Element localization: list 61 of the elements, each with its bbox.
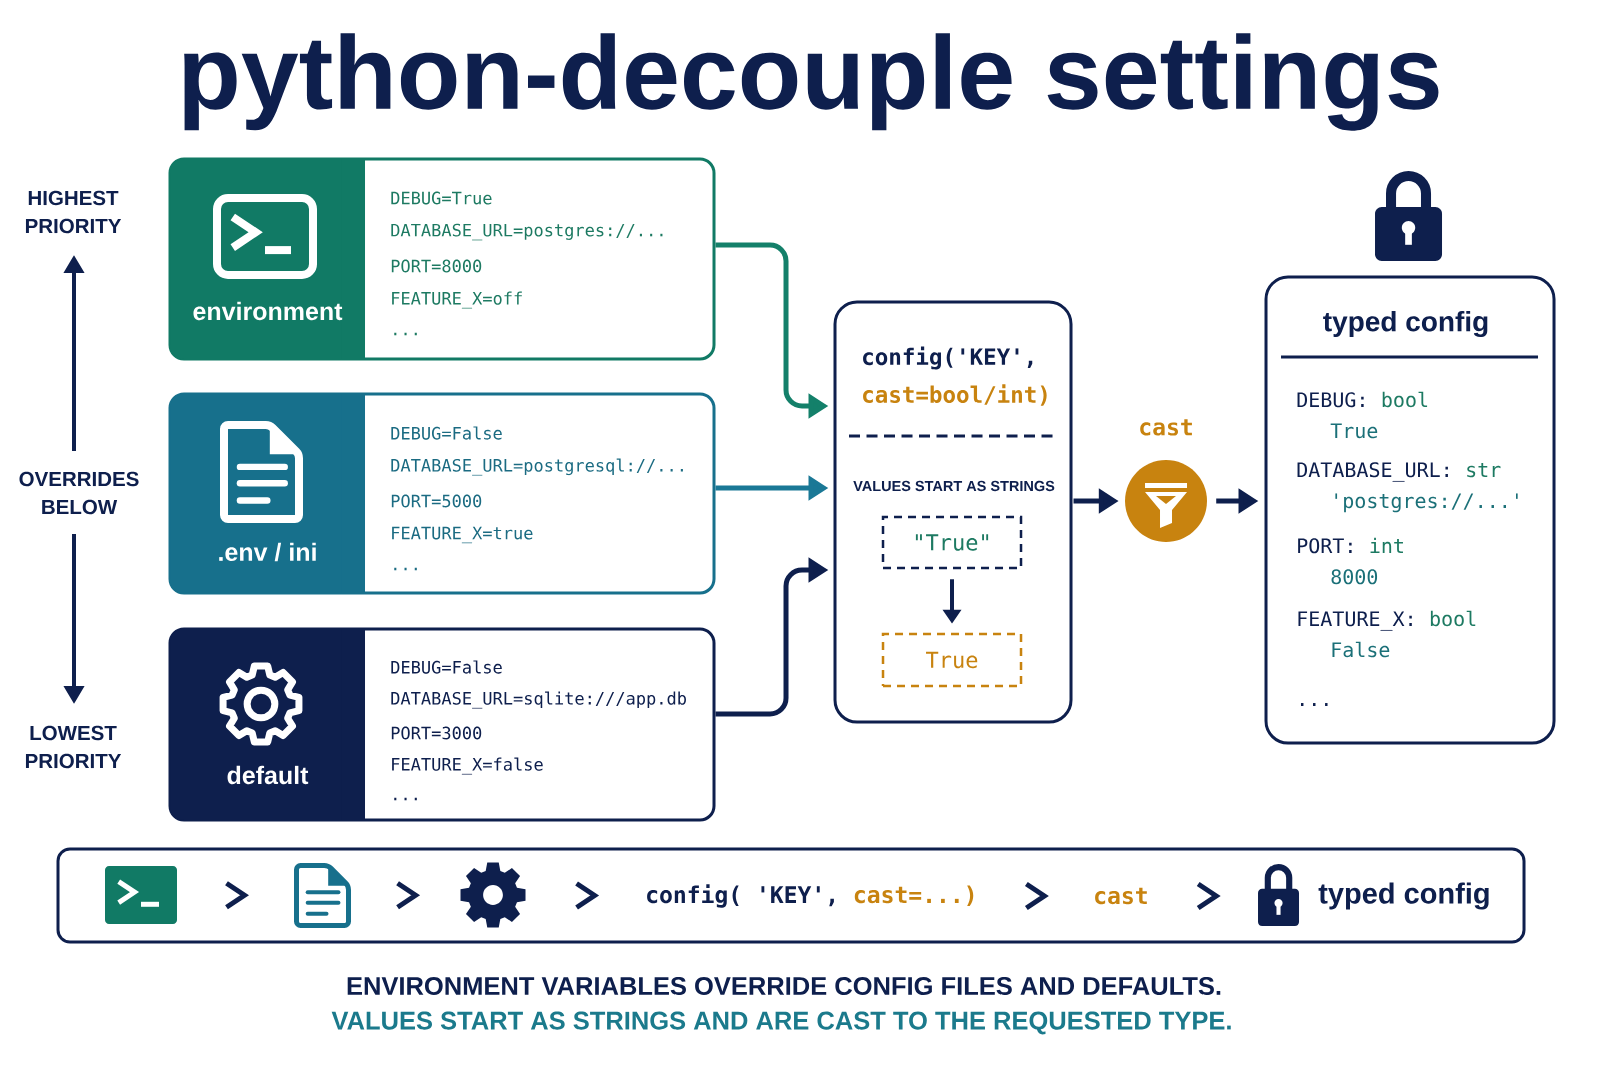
- source-label: default: [227, 765, 309, 785]
- priority-label: OVERRIDES BELOW: [19, 471, 139, 515]
- field-name: FEATURE_X:: [1298, 611, 1412, 631]
- code-line: PORT=5000: [391, 494, 482, 508]
- chevron: [225, 881, 249, 910]
- type-name: str: [1467, 462, 1501, 478]
- code-line: DATABASE_URL=postgres://...: [391, 223, 663, 241]
- field-name: DEBUG:: [1297, 392, 1364, 408]
- code-line: ...: [394, 332, 417, 336]
- step-label: cast: [1095, 887, 1147, 905]
- field-name: DATABASE_URL:: [1297, 462, 1448, 482]
- code-line: ...: [394, 797, 417, 801]
- code-line: PORT=3000: [391, 726, 482, 740]
- code-line: DEBUG=False: [391, 660, 502, 674]
- field-value: 8000: [1331, 569, 1378, 585]
- type-name: int: [1370, 537, 1403, 553]
- chevron: [1196, 881, 1221, 911]
- title: python-decouple settings: [184, 33, 1439, 131]
- code-text: config( 'KEY', cast=...): [647, 884, 974, 908]
- code-line: FEATURE_X=off: [392, 291, 522, 309]
- source-label: .env / ini: [219, 542, 316, 562]
- value-box: "True": [881, 515, 1023, 570]
- priority-label: LOWEST PRIORITY: [25, 725, 122, 769]
- source-box: [168, 392, 716, 595]
- chevron: [575, 881, 600, 910]
- field-value: 'postgres://...': [1335, 493, 1518, 513]
- caption-text: VALUES START AS STRINGS AND ARE CAST TO THE REQUESTED TYPE.: [331, 1011, 1231, 1035]
- source-label: environment: [193, 301, 343, 321]
- field-value: False: [1332, 641, 1390, 658]
- code-line: ...: [394, 567, 417, 571]
- code-line: FEATURE_X=false: [392, 757, 543, 775]
- code-line: FEATURE_X=true: [392, 526, 533, 544]
- source-box: [168, 627, 716, 822]
- summary-bar: [56, 847, 1526, 944]
- type-name: bool: [1382, 391, 1428, 408]
- field-value: True: [1330, 423, 1378, 439]
- code-line: DATABASE_URL=sqlite:///app.db: [391, 691, 686, 709]
- function-box: [833, 300, 1073, 724]
- field-name: PORT:: [1298, 538, 1352, 554]
- gear-icon: [460, 862, 526, 928]
- step-label: cast: [1140, 419, 1192, 436]
- code-line: PORT=8000: [391, 259, 482, 273]
- value-box: True: [881, 632, 1023, 688]
- file-icon: [294, 863, 351, 928]
- code-line: DEBUG=True: [391, 191, 492, 205]
- source-box: [168, 157, 716, 361]
- priority-label: HIGHEST PRIORITY: [25, 190, 122, 234]
- code-line: cast=bool/int): [863, 384, 1047, 406]
- code-line: config('KEY',: [863, 346, 1033, 370]
- chevron: [396, 881, 421, 910]
- code-line: DEBUG=False: [391, 426, 502, 440]
- type-name: bool: [1430, 610, 1476, 627]
- result-box: [1264, 275, 1556, 745]
- field-name: ...: [1301, 703, 1328, 706]
- code-line: DATABASE_URL=postgresql://...: [391, 458, 683, 476]
- chevron: [1025, 881, 1049, 911]
- terminal-icon: [105, 866, 177, 924]
- box-heading: typed config: [1323, 310, 1488, 338]
- note-text: VALUES START AS STRINGS: [853, 480, 1055, 492]
- caption-text: ENVIRONMENT VARIABLES OVERRIDE CONFIG FILES AND DEFAULTS.: [347, 977, 1221, 996]
- step-label: typed config: [1318, 882, 1489, 910]
